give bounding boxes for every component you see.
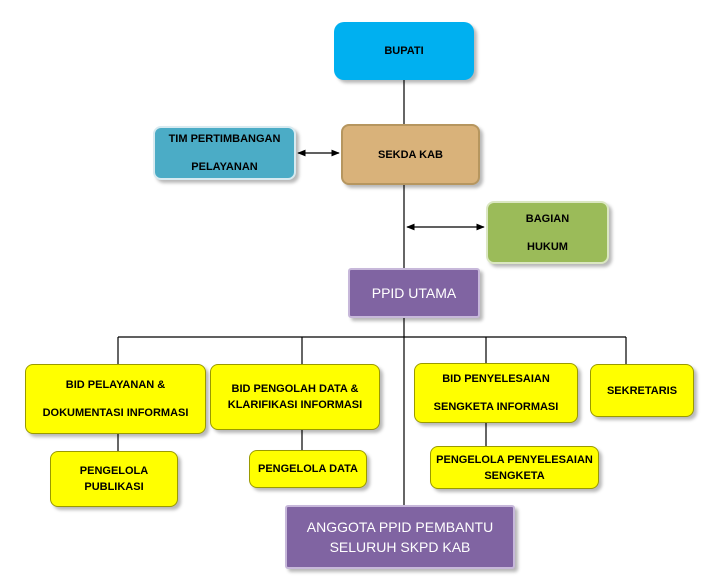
pengelola-publikasi-line1: PENGELOLA <box>79 465 149 477</box>
ppid-utama-box: PPID UTAMA <box>348 268 480 318</box>
bid-pelayanan-line1: BID PELAYANAN & <box>65 379 166 391</box>
pengelola-data-box: PENGELOLA DATA <box>249 450 367 488</box>
bid-pelayanan-line2: DOKUMENTASI INFORMASI <box>42 407 189 419</box>
bagian-hukum-box: BAGIAN HUKUM <box>486 201 609 264</box>
ppid-utama-label: PPID UTAMA <box>371 285 457 301</box>
anggota-ppid-box: ANGGOTA PPID PEMBANTU SELURUH SKPD KAB <box>285 505 515 569</box>
bid-penyelesaian-box: BID PENYELESAIAN SENGKETA INFORMASI <box>414 363 578 423</box>
bid-penyelesaian-line1: BID PENYELESAIAN <box>442 373 550 385</box>
pengelola-penyelesaian-line2: SENGKETA <box>484 469 545 482</box>
bid-pengolah-line1: BID PENGOLAH DATA & <box>231 383 359 395</box>
bupati-box: BUPATI <box>334 22 474 80</box>
pengelola-penyelesaian-box: PENGELOLA PENYELESAIAN SENGKETA <box>430 446 599 489</box>
sekda-box: SEKDA KAB <box>341 124 480 185</box>
bagian-hukum-line2: HUKUM <box>527 240 568 253</box>
pengelola-publikasi-line2: PUBLIKASI <box>84 481 144 493</box>
anggota-line1: ANGGOTA PPID PEMBANTU <box>306 519 494 535</box>
anggota-line2: SELURUH SKPD KAB <box>329 539 471 555</box>
bid-pelayanan-box: BID PELAYANAN & DOKUMENTASI INFORMASI <box>25 364 206 434</box>
bid-pengolah-box: BID PENGOLAH DATA & KLARIFIKASI INFORMAS… <box>210 364 380 430</box>
tim-pertimbangan-line1: TIM PERTIMBANGAN <box>168 133 281 145</box>
bagian-hukum-line1: BAGIAN <box>525 212 570 225</box>
tim-pertimbangan-box: TIM PERTIMBANGAN PELAYANAN <box>153 126 296 180</box>
sekretaris-box: SEKRETARIS <box>590 364 694 417</box>
bid-pengolah-line2: KLARIFIKASI INFORMASI <box>227 399 363 411</box>
sekretaris-label: SEKRETARIS <box>606 384 678 397</box>
sekda-label: SEKDA KAB <box>378 148 443 161</box>
bupati-label: BUPATI <box>384 45 424 57</box>
pengelola-publikasi-box: PENGELOLA PUBLIKASI <box>50 451 178 507</box>
tim-pertimbangan-line2: PELAYANAN <box>191 161 258 173</box>
pengelola-data-label: PENGELOLA DATA <box>257 463 358 475</box>
bid-penyelesaian-line2: SENGKETA INFORMASI <box>433 401 559 413</box>
pengelola-penyelesaian-line1: PENGELOLA PENYELESAIAN <box>436 453 593 466</box>
